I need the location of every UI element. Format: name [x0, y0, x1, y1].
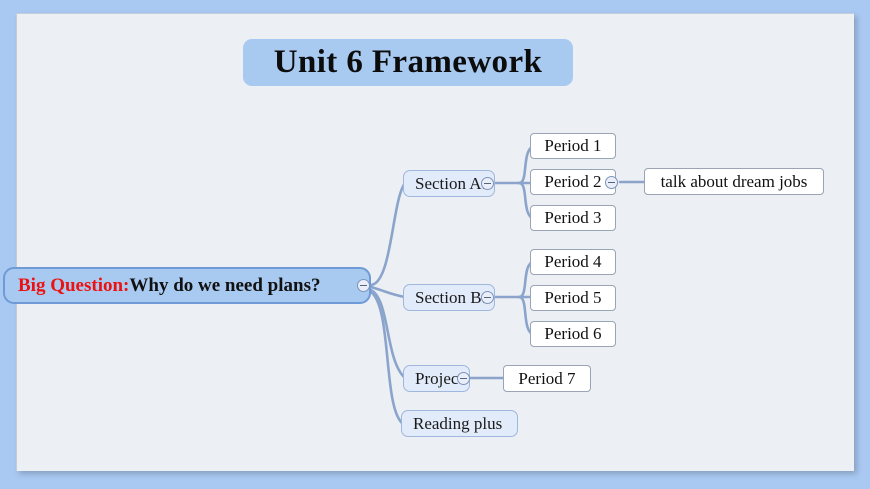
period-1-label: Period 1	[544, 136, 602, 155]
period-4-label: Period 4	[544, 252, 602, 271]
node-period-5[interactable]: Period 5	[530, 285, 616, 311]
page-title: Unit 6 Framework	[273, 44, 543, 80]
period-7-label: Period 7	[518, 368, 576, 388]
collapse-toggle-period-2[interactable]	[605, 176, 618, 189]
project-label: Project	[415, 368, 464, 388]
slide-panel	[16, 13, 854, 471]
dream-jobs-label: talk about dream jobs	[660, 171, 808, 191]
collapse-toggle-section-a[interactable]	[481, 177, 494, 190]
node-period-4[interactable]: Period 4	[530, 249, 616, 275]
reading-plus-label: Reading plus	[413, 413, 503, 433]
node-period-7[interactable]: Period 7	[503, 365, 591, 392]
node-reading-plus[interactable]: Reading plus	[401, 410, 518, 437]
node-big-question[interactable]: Big Question:Why do we need plans?	[3, 267, 371, 304]
collapse-toggle-project[interactable]	[457, 372, 470, 385]
big-question-label-black: Why do we need plans?	[129, 274, 321, 296]
slide-title-box: Unit 6 Framework	[243, 39, 573, 86]
section-a-label: Section A:	[415, 173, 487, 193]
section-b-label: Section B:	[415, 287, 487, 307]
node-period-1[interactable]: Period 1	[530, 133, 616, 159]
node-period-6[interactable]: Period 6	[530, 321, 616, 347]
node-talk-about-dream-jobs[interactable]: talk about dream jobs	[644, 168, 824, 195]
period-5-label: Period 5	[544, 288, 602, 307]
node-section-b[interactable]: Section B:	[403, 284, 495, 311]
node-period-3[interactable]: Period 3	[530, 205, 616, 231]
period-3-label: Period 3	[544, 208, 602, 227]
node-period-2[interactable]: Period 2	[530, 169, 616, 195]
collapse-toggle-big-question[interactable]	[357, 279, 370, 292]
collapse-toggle-section-b[interactable]	[481, 291, 494, 304]
period-2-label: Period 2	[544, 172, 602, 191]
big-question-label-red: Big Question:	[18, 274, 130, 296]
period-6-label: Period 6	[544, 324, 602, 343]
